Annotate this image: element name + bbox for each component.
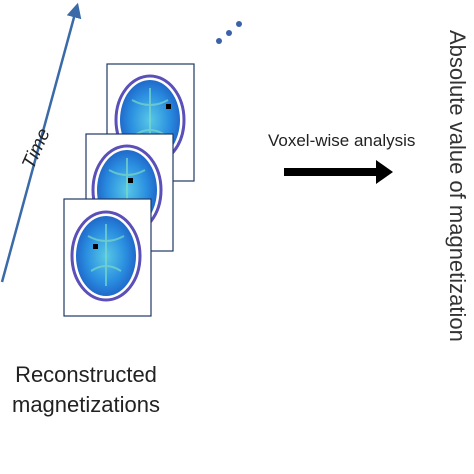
- ellipsis-dots-icon: [216, 21, 242, 44]
- brain-frame-3: [63, 198, 152, 317]
- voxel-analysis-label: Voxel-wise analysis: [268, 131, 416, 150]
- reconstructed-label-line2: magnetizations: [12, 392, 160, 417]
- voxel-marker: [93, 244, 98, 249]
- voxel-marker: [166, 104, 171, 109]
- cut-off-vertical-label: Absolute value of magnetization: [445, 30, 470, 342]
- analysis-arrow: [284, 160, 393, 184]
- voxel-marker: [128, 178, 133, 183]
- time-arrow: [0, 2, 82, 283]
- reconstructed-label-line1: Reconstructed: [15, 362, 157, 387]
